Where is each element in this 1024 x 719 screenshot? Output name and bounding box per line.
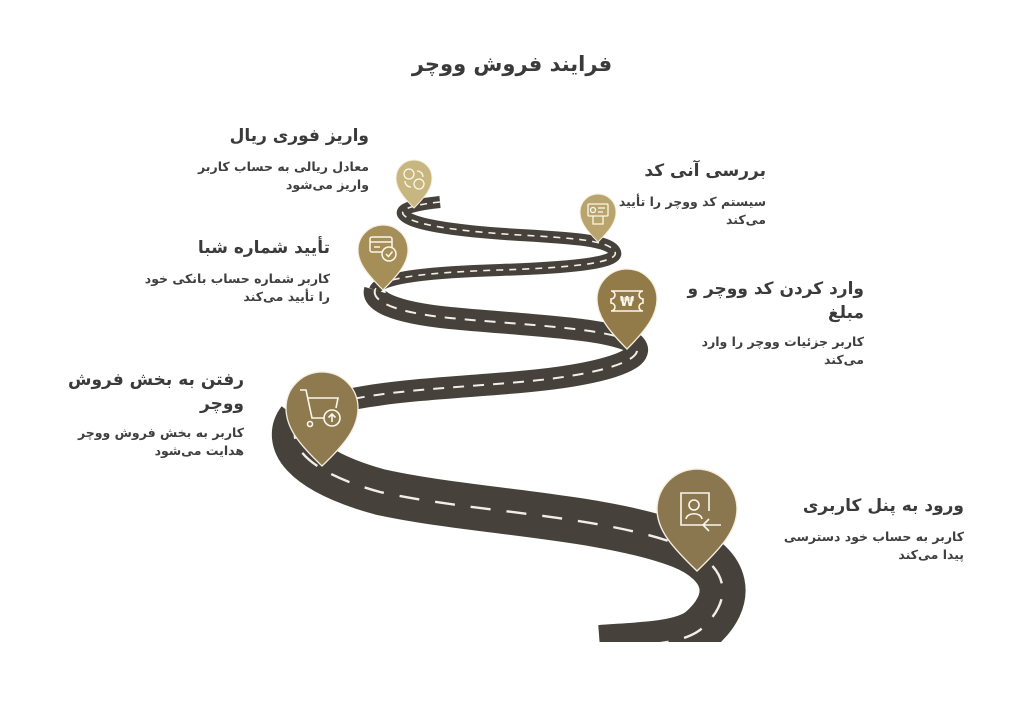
user-login-icon	[680, 492, 721, 532]
step-1-login-to-panel: ورود به پنل کاربری کاربر به حساب خود دست…	[764, 494, 964, 564]
svg-text:₩: ₩	[620, 295, 635, 310]
pin-step-6	[395, 159, 433, 209]
pin-step-2	[285, 371, 359, 467]
step-6-heading: واریز فوری ریال	[229, 126, 369, 146]
voucher-ticket-icon: ₩	[610, 290, 644, 312]
step-3-enter-voucher-code: وارد کردن کد ووچر و مبلغ کاربر جزئیات وو…	[684, 277, 864, 369]
step-3-description: کاربر جزئیات ووچر را وارد می‌کند	[701, 334, 864, 367]
step-4-description: کاربر شماره حساب بانکی خود را تأیید می‌ک…	[144, 271, 330, 304]
shopping-cart-upload-icon	[300, 389, 341, 428]
pin-step-5	[579, 193, 617, 243]
step-2-heading: رفتن به بخش فروش ووچر	[67, 370, 244, 414]
step-4-iban-confirmation: تأیید شماره شبا کاربر شماره حساب بانکی خ…	[90, 236, 330, 306]
step-5-heading: بررسی آنی کد	[644, 161, 766, 181]
step-5-instant-code-check: بررسی آنی کد سیستم کد ووچر را تأیید می‌ک…	[586, 159, 766, 229]
step-4-heading: تأیید شماره شبا	[197, 238, 330, 258]
step-6-instant-rial-deposit: واریز فوری ریال معادل ریالی به حساب کارب…	[149, 124, 369, 194]
monitor-check-icon	[587, 203, 609, 225]
step-2-description: کاربر به بخش فروش ووچر هدایت می‌شود	[78, 425, 244, 458]
currency-exchange-icon	[403, 168, 425, 190]
step-2-go-to-voucher-sales: رفتن به بخش فروش ووچر کاربر به بخش فروش …	[44, 368, 244, 460]
diagram-title: فرایند فروش ووچر	[411, 52, 613, 76]
card-check-icon	[369, 236, 397, 262]
pin-step-3: ₩	[596, 268, 658, 350]
step-6-description: معادل ریالی به حساب کاربر واریز می‌شود	[198, 159, 369, 192]
pin-step-4	[357, 224, 409, 291]
pin-step-1	[656, 468, 738, 572]
step-5-description: سیستم کد ووچر را تأیید می‌کند	[618, 194, 766, 227]
step-3-heading: وارد کردن کد ووچر و مبلغ	[687, 279, 864, 323]
step-1-description: کاربر به حساب خود دسترسی پیدا می‌کند	[783, 529, 964, 562]
step-1-heading: ورود به پنل کاربری	[802, 496, 964, 516]
